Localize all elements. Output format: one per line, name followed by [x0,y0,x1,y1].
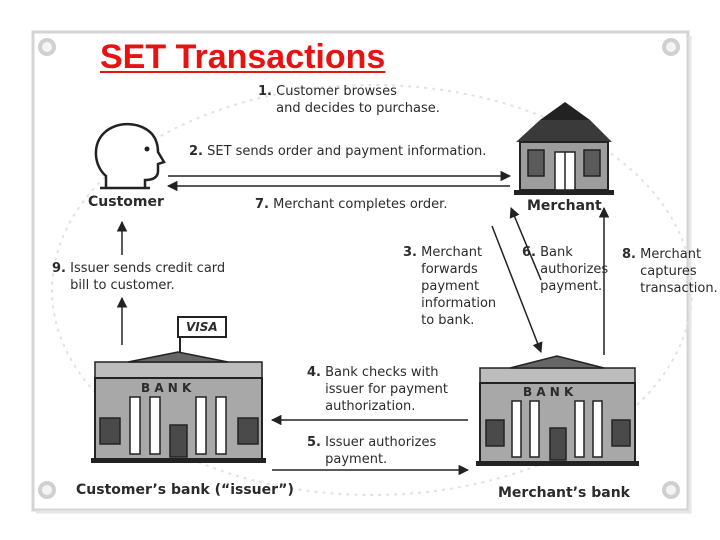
step-9: 9. Issuer sends credit card bill to cust… [52,261,226,293]
background-ellipse [51,84,693,496]
merchant-store-icon [514,102,614,195]
arrow-step-6 [509,207,542,281]
customers-bank-icon [91,316,266,463]
pin-icon [662,481,680,499]
customer-head-icon [94,122,166,190]
arrow-step-3 [491,225,543,353]
step-4: 4. Bank checks with issuer for payment a… [307,365,448,414]
step-1: 1. Customer browses and decides to purch… [258,84,440,116]
pin-icon [38,38,56,56]
pin-icon [38,481,56,499]
pin-icon [662,38,680,56]
merchants-bank-label: Merchant’s bank [498,485,630,501]
customers-bank-label: Customer’s bank (“issuer”) [76,482,294,498]
bank-sign: B A N K [523,385,574,399]
step-8: 8. Merchant captures transaction. [622,247,718,296]
step-5: 5. Issuer authorizes payment. [307,435,437,467]
step-2: 2. SET sends order and payment informati… [189,144,487,159]
step-3: 3. Merchant forwards payment information… [403,245,497,328]
slide-frame-shadow [36,36,692,514]
merchant-label: Merchant [527,198,602,214]
step-7: 7. Merchant completes order. [255,197,448,212]
merchants-bank-icon [476,355,639,466]
step-6: 6. Bank authorizes payment. [522,245,609,294]
bank-sign: B A N K [141,381,192,395]
customer-label: Customer [88,194,164,210]
visa-logo: VISA [186,320,218,334]
slide-title: SET Transactions [100,38,386,76]
